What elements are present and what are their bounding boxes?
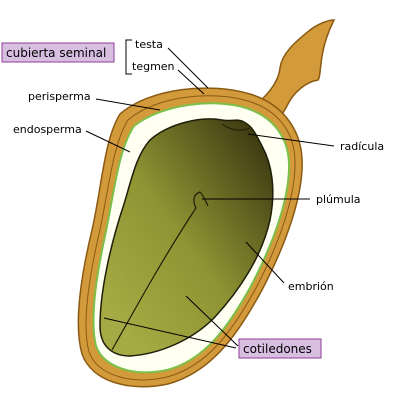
cotiledones-leader-2 — [185, 295, 239, 347]
radicle-shape — [221, 123, 251, 131]
stalk-shape — [246, 19, 336, 127]
radicula-label: radícula — [340, 140, 384, 153]
testa-label: testa — [135, 38, 163, 51]
plumule-shape — [193, 191, 209, 209]
cubierta-bracket — [125, 39, 132, 75]
cubierta-seminal-box — [1, 42, 115, 63]
tegmen-line — [85, 95, 296, 381]
tegmen-label: tegmen — [132, 60, 175, 73]
embryo-shape — [99, 118, 274, 357]
tegmen-leader — [177, 69, 205, 95]
embrion-label: embrión — [288, 280, 334, 293]
embrion-leader — [245, 241, 285, 284]
cubierta-seminal-label: cubierta seminal — [6, 46, 106, 60]
cotiledones-leader-1 — [103, 317, 237, 349]
plumula-label: plúmula — [316, 193, 361, 206]
cotiledones-box — [238, 338, 322, 359]
radicula-leader — [247, 133, 335, 147]
cotiledones-label: cotiledones — [243, 342, 312, 356]
endosperma-label: endosperma — [13, 123, 82, 136]
perisperma-label: perisperma — [28, 90, 91, 103]
endosperma-leader — [85, 130, 131, 153]
cotyledon-divider — [111, 207, 197, 351]
testa-leader — [167, 47, 209, 89]
perisperma-leader — [95, 98, 161, 111]
